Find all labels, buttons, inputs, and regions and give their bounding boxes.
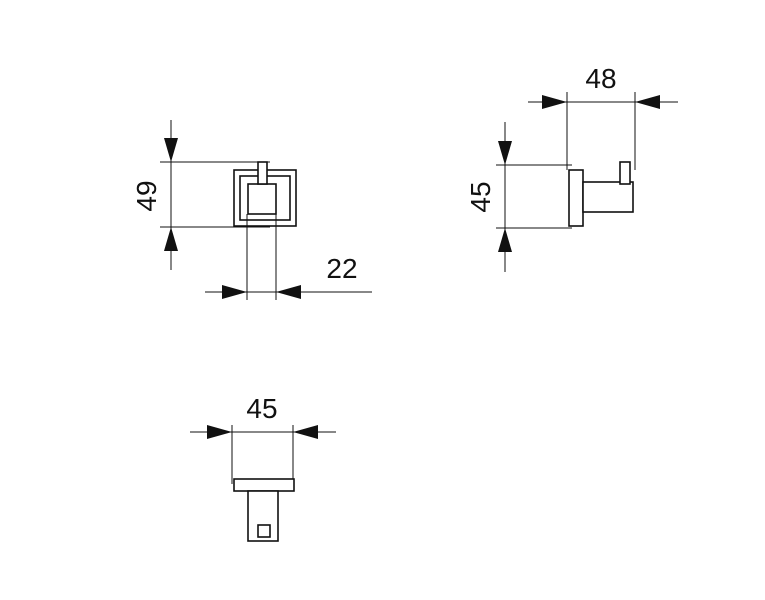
front-hook-body	[247, 183, 277, 215]
side-depth-arrow-left	[542, 95, 567, 109]
bottom-view: 45	[190, 393, 336, 542]
front-hook-tip	[257, 161, 268, 185]
side-depth-arrow-right	[635, 95, 660, 109]
front-view: 49 22	[131, 120, 372, 300]
bottom-hook-tip	[257, 524, 271, 538]
bottom-width-arrow-left	[207, 425, 232, 439]
side-hook-arm	[582, 181, 634, 213]
bottom-width-arrow-right	[293, 425, 318, 439]
side-height-label: 45	[465, 181, 496, 212]
front-width-arrow-right	[276, 285, 301, 299]
side-depth-label: 48	[585, 63, 616, 94]
front-width-arrow-left	[222, 285, 247, 299]
front-height-arrow-bottom	[164, 227, 178, 251]
side-view: 48 45	[465, 63, 678, 272]
bottom-width-label: 45	[246, 393, 277, 424]
side-height-arrow-bottom	[498, 228, 512, 252]
front-height-label: 49	[131, 180, 162, 211]
bottom-plate	[233, 478, 295, 492]
front-height-arrow-top	[164, 138, 178, 162]
side-plate	[568, 169, 584, 227]
front-width-label: 22	[326, 253, 357, 284]
side-hook-tip	[619, 161, 631, 185]
side-height-arrow-top	[498, 141, 512, 165]
